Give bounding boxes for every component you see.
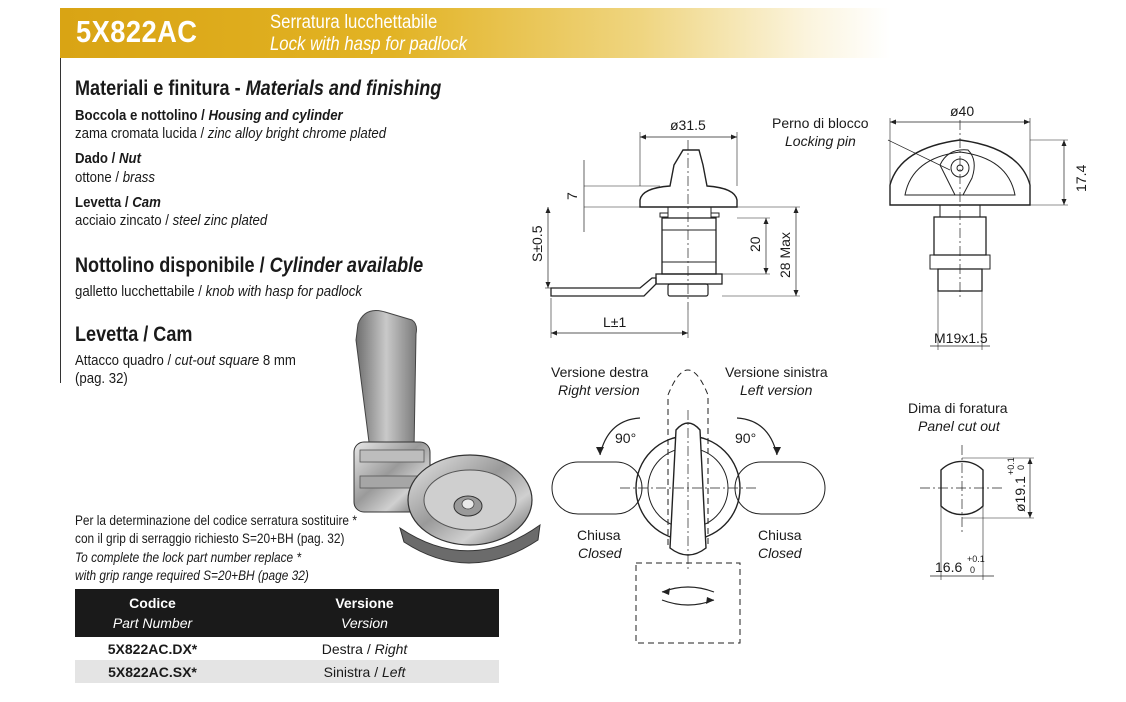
cylinder-value-en: knob with hasp for padlock	[205, 283, 362, 300]
dim-diameter-31: ø31.5	[670, 117, 706, 133]
product-title-it: Serratura lucchettabile	[270, 12, 438, 33]
table-row: 5X822AC.DX* Destra / Right	[75, 637, 499, 660]
closed-left-it: Chiusa	[577, 527, 621, 543]
table-header-version-label: Versione	[335, 595, 394, 611]
table-header-row: Codice Part Number Versione Version	[75, 589, 499, 637]
cam-material-value-en: steel zinc plated	[172, 212, 268, 229]
materials-heading-en: Materials and finishing	[245, 77, 442, 100]
cam-heading: Levetta / Cam	[75, 323, 193, 346]
table-cell-version-en: Right	[374, 640, 408, 657]
closed-left-en: Closed	[578, 545, 623, 561]
nut-label: Dado / Nut	[75, 150, 141, 167]
nut-label-it: Dado /	[75, 150, 120, 167]
product-photo	[353, 310, 541, 564]
housing-label-en: Housing and cylinder	[208, 107, 343, 124]
nut-value: ottone / brass	[75, 169, 155, 186]
right-version-label-it: Versione destra	[551, 364, 648, 380]
note-line1-it: Per la determinazione del codice serratu…	[75, 513, 357, 528]
cam-material-label: Levetta / Cam	[75, 194, 161, 211]
cam-value-size: 8 mm	[259, 352, 296, 369]
dim-s: S±0.5	[529, 225, 545, 262]
dim-diameter-40: ø40	[950, 103, 974, 119]
table-header-code: Codice Part Number	[75, 589, 230, 637]
nut-value-it: ottone /	[75, 169, 123, 186]
table-cell-version-it: Sinistra /	[323, 663, 382, 680]
dim-28-max: 28 Max	[777, 232, 793, 278]
table-cell-version: Sinistra / Left	[230, 660, 499, 683]
nut-label-en: Nut	[119, 150, 142, 167]
housing-value: zama cromata lucida / zinc alloy bright …	[75, 125, 386, 142]
dim-7: 7	[564, 192, 580, 200]
table-header-code-label: Codice	[129, 595, 176, 611]
cam-material-value-it: acciaio zincato /	[75, 212, 173, 229]
dim-diameter-19-1: ø19.1	[1012, 476, 1028, 512]
version-view	[551, 369, 826, 644]
dim-16-6-tol-up: +0.1	[967, 554, 985, 564]
panel-cutout-label-en: Panel cut out	[918, 418, 1001, 434]
housing-label: Boccola e nottolino / Housing and cylind…	[75, 107, 343, 124]
product-code: 5X822AC	[76, 14, 198, 49]
angle-left: 90°	[615, 430, 636, 446]
dim-19-1-tol-lo: 0	[1016, 465, 1026, 470]
housing-label-it: Boccola e nottolino /	[75, 107, 209, 124]
header-band	[60, 8, 890, 58]
cylinder-heading-it: Nottolino disponibile /	[75, 254, 270, 277]
angle-right: 90°	[735, 430, 756, 446]
product-title-en: Lock with hasp for padlock	[270, 34, 468, 55]
cam-value-en: cut-out square	[174, 352, 260, 369]
table-cell-version: Destra / Right	[230, 637, 499, 660]
panel-cutout-label-it: Dima di foratura	[908, 400, 1008, 416]
table-cell-code: 5X822AC.DX*	[107, 640, 198, 657]
cam-material-label-en: Cam	[132, 194, 161, 211]
table-cell-version-it: Destra /	[321, 640, 375, 657]
part-number-table: Codice Part Number Versione Version 5X82…	[75, 589, 499, 683]
left-rule	[60, 58, 61, 383]
left-version-label-en: Left version	[740, 382, 813, 398]
dim-20: 20	[747, 236, 763, 252]
table-cell-version-en: Left	[382, 663, 406, 680]
side-view	[545, 132, 800, 338]
dim-m19: M19x1.5	[934, 330, 988, 346]
locking-pin-label-it: Perno di blocco	[772, 115, 869, 131]
materials-heading-it: Materiali e finitura -	[75, 77, 246, 100]
front-view	[887, 118, 1068, 350]
dim-16-6-tol-lo: 0	[970, 565, 975, 575]
housing-value-it: zama cromata lucida /	[75, 125, 208, 142]
panel-cutout-view	[920, 445, 1034, 580]
cam-value: Attacco quadro / cut-out square 8 mm	[75, 352, 296, 369]
note-line1-en: To complete the lock part number replace…	[75, 550, 302, 565]
cylinder-heading: Nottolino disponibile / Cylinder availab…	[75, 254, 423, 278]
dim-16-6: 16.6	[935, 559, 962, 575]
closed-right-en: Closed	[758, 545, 803, 561]
table-row: 5X822AC.SX* Sinistra / Left	[75, 660, 499, 683]
locking-pin-label-en: Locking pin	[785, 133, 856, 149]
left-version-label-it: Versione sinistra	[725, 364, 828, 380]
cam-page-ref: (pag. 32)	[75, 370, 128, 387]
cam-material-value: acciaio zincato / steel zinc plated	[75, 212, 267, 229]
materials-heading: Materiali e finitura - Materials and fin…	[75, 77, 441, 101]
housing-value-en: zinc alloy bright chrome plated	[207, 125, 387, 142]
dim-19-1-tol-up: +0.1	[1006, 457, 1016, 475]
table-header-code-sub: Part Number	[112, 615, 193, 631]
cam-material-label-it: Levetta /	[75, 194, 133, 211]
table-cell-code: 5X822AC.SX*	[75, 660, 230, 683]
cam-value-it: Attacco quadro /	[75, 352, 175, 369]
closed-right-it: Chiusa	[758, 527, 802, 543]
table-header-version: Versione Version	[230, 589, 499, 637]
dim-l: L±1	[603, 314, 626, 330]
nut-value-en: brass	[122, 169, 155, 186]
dim-17-4: 17.4	[1073, 165, 1089, 192]
note-line2-it: con il grip di serraggio richiesto S=20+…	[75, 531, 345, 546]
right-version-label-en: Right version	[558, 382, 640, 398]
cylinder-value: galletto lucchettabile / knob with hasp …	[75, 283, 362, 300]
note-line2-en: with grip range required S=20+BH (page 3…	[75, 568, 309, 583]
table-header-version-sub: Version	[341, 615, 388, 631]
cylinder-value-it: galletto lucchettabile /	[75, 283, 206, 300]
cylinder-heading-en: Cylinder available	[269, 254, 424, 277]
